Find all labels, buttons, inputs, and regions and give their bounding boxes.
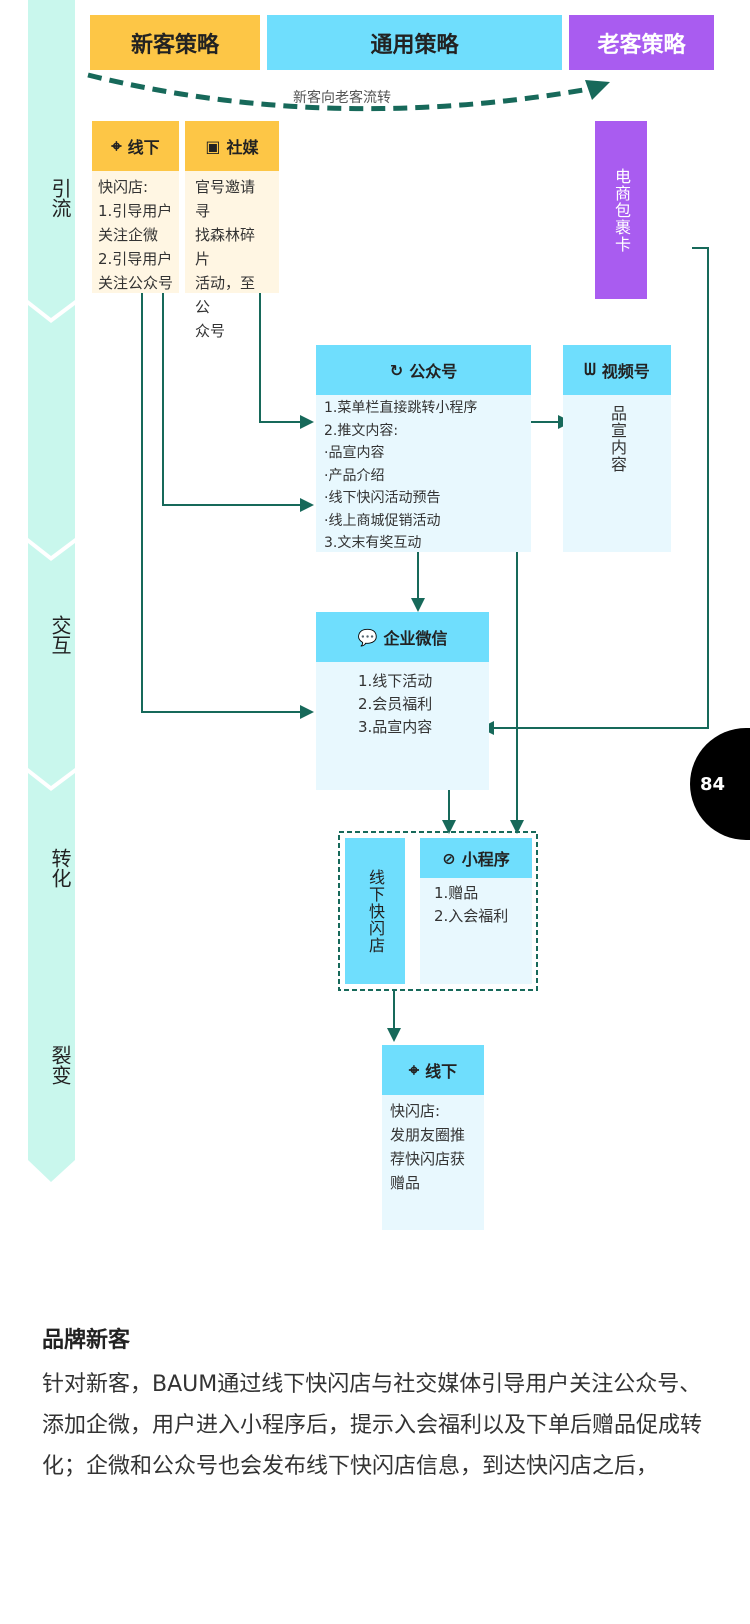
location-pin-icon: ⌖ xyxy=(111,135,122,157)
offline-fission-box: ⌖ 线下 快闪店: 发朋友圈推 荐快闪店获 赠品 xyxy=(382,1045,484,1230)
social-box-body: 官号邀请寻 找森林碎片 活动，至公 众号 xyxy=(185,171,279,340)
miniprogram-title: 小程序 xyxy=(461,850,510,869)
stage-label: 裂变 xyxy=(48,1045,72,1085)
channels-title: 视频号 xyxy=(601,362,650,381)
presentation-play-icon: ▣ xyxy=(205,136,221,156)
official-account-body: 1.菜单栏直接跳转小程序 2.推文内容: ·品宣内容 ·产品介绍 ·线下快闪活动… xyxy=(316,395,531,552)
miniprogram-box: ⊘ 小程序 1.赠品 2.入会福利 xyxy=(420,838,532,984)
offline-box-title: 线下 xyxy=(127,138,160,157)
offline-fission-header: ⌖ 线下 xyxy=(382,1045,484,1095)
miniprogram-body: 1.赠品 2.入会福利 xyxy=(420,878,532,984)
offline-fission-body: 快闪店: 发朋友圈推 荐快闪店获 赠品 xyxy=(382,1095,484,1230)
miniprogram-header: ⊘ 小程序 xyxy=(420,838,532,878)
channels-body: 品宣内容 xyxy=(563,395,671,552)
channels-header: ᗯ 视频号 xyxy=(563,345,671,395)
official-account-icon: ↻ xyxy=(389,360,404,380)
official-account-box: ↻ 公众号 1.菜单栏直接跳转小程序 2.推文内容: ·品宣内容 ·产品介绍 ·线… xyxy=(316,345,531,552)
offline-fission-title: 线下 xyxy=(425,1062,458,1081)
offline-box-header: ⌖ 线下 xyxy=(92,121,179,171)
article-heading: 品牌新客 xyxy=(42,1328,131,1353)
official-account-header: ↻ 公众号 xyxy=(316,345,531,395)
connector-lines xyxy=(87,72,709,1030)
stage-label: 转化 xyxy=(48,848,72,888)
channels-icon: ᗯ xyxy=(584,360,596,379)
ecommerce-card-box: 电商包裹卡 xyxy=(595,121,647,299)
wecom-chat-icon: 💬 xyxy=(357,627,378,647)
social-box: ▣ 社媒 官号邀请寻 找森林碎片 活动，至公 众号 xyxy=(185,121,279,340)
stage-label: 引流 xyxy=(48,178,72,218)
wecom-body: 1.线下活动 2.会员福利 3.品宣内容 xyxy=(316,662,489,790)
social-box-title: 社媒 xyxy=(226,138,259,157)
article: 品牌新客 针对新客，BAUM通过线下快闪店与社交媒体引导用户关注公众号、添加企微… xyxy=(42,1322,722,1487)
channels-box: ᗯ 视频号 品宣内容 xyxy=(563,345,671,552)
miniprogram-icon: ⊘ xyxy=(442,848,456,868)
social-box-header: ▣ 社媒 xyxy=(185,121,279,171)
offline-box: ⌖ 线下 快闪店: 1.引导用户 关注企微 2.引导用户 关注公众号 xyxy=(92,121,179,293)
channels-body-text: 品宣内容 xyxy=(608,405,627,473)
common-strategy: 通用策略 xyxy=(267,15,562,70)
wecom-header: 💬 企业微信 xyxy=(316,612,489,662)
old-customer-strategy: 老客策略 xyxy=(569,15,714,70)
official-account-title: 公众号 xyxy=(409,362,458,381)
wecom-box: 💬 企业微信 1.线下活动 2.会员福利 3.品宣内容 xyxy=(316,612,489,790)
page-number: 84 xyxy=(700,773,726,795)
flow-label: 新客向老客流转 xyxy=(293,90,391,106)
offline-box-body: 快闪店: 1.引导用户 关注企微 2.引导用户 关注公众号 xyxy=(92,171,179,293)
arrowheads xyxy=(300,80,610,1042)
article-text: 针对新客，BAUM通过线下快闪店与社交媒体引导用户关注公众号、添加企微，用户进入… xyxy=(42,1372,703,1479)
new-customer-strategy: 新客策略 xyxy=(90,15,260,70)
stage-band xyxy=(28,0,709,1182)
stage-label: 交互 xyxy=(48,615,72,655)
location-pin-icon: ⌖ xyxy=(408,1059,420,1081)
popup-group-border xyxy=(338,831,538,991)
popup-store-box: 线下快闪店 xyxy=(345,838,405,984)
wecom-title: 企业微信 xyxy=(383,629,448,648)
